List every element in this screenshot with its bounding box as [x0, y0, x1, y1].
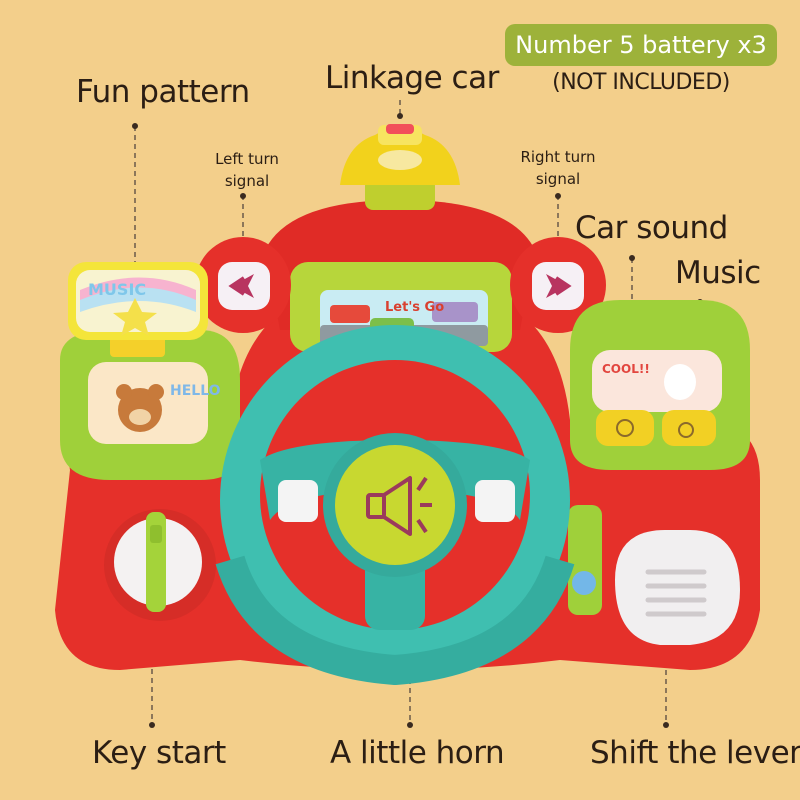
fun-pattern-card[interactable]: MUSIC: [68, 262, 208, 357]
label-linkage-car: Linkage car: [325, 60, 499, 96]
music-sign: MUSIC: [88, 280, 146, 299]
label-fun-pattern: Fun pattern: [76, 74, 250, 110]
label-shift-lever: Shift the lever: [590, 735, 800, 771]
cool-sign: COOL!!: [602, 362, 650, 376]
battery-badge: Number 5 battery x3: [505, 24, 777, 66]
car-sound-button[interactable]: [596, 410, 654, 446]
horn-icon: [366, 476, 432, 536]
label-car-sound: Car sound: [575, 210, 728, 246]
key-start-knob[interactable]: [104, 509, 216, 621]
hello-sign: HELLO: [170, 383, 221, 399]
shift-lever[interactable]: [615, 530, 740, 645]
label-key-start: Key start: [92, 735, 226, 771]
battery-note: (NOT INCLUDED): [552, 70, 730, 95]
left-turn-signal-button[interactable]: [195, 237, 291, 333]
label-horn: A little horn: [330, 735, 505, 771]
linkage-car[interactable]: [340, 124, 460, 210]
label-music: Music: [675, 255, 761, 291]
steering-wheel[interactable]: [215, 325, 575, 686]
horn-button[interactable]: [323, 433, 467, 577]
music-button[interactable]: [662, 410, 716, 446]
right-turn-signal-button[interactable]: [510, 237, 606, 333]
lets-go-sign: Let's Go: [385, 300, 444, 315]
